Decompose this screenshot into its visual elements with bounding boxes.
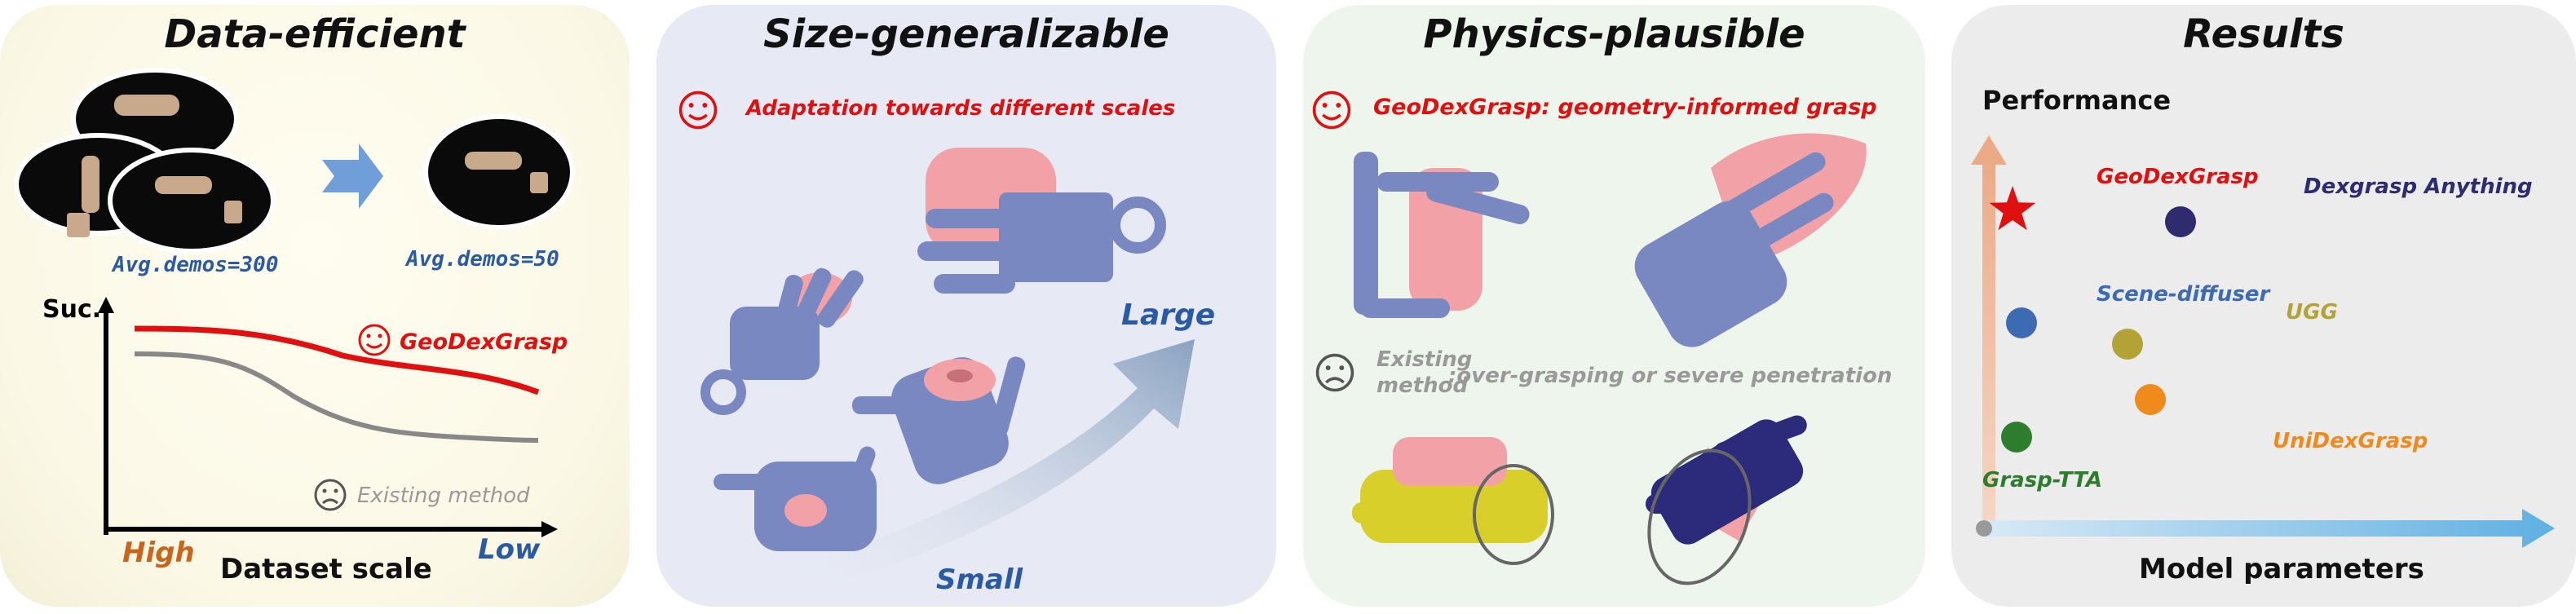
point-label-unidexgrasp: UniDexGrasp <box>2273 429 2428 453</box>
panel-title-results: Results <box>2183 11 2344 57</box>
hand-small <box>714 446 877 551</box>
x-axis-label: Dataset scale <box>220 553 432 585</box>
large-label: Large <box>1121 298 1216 332</box>
demos-50-label: Avg.demos=50 <box>406 247 559 272</box>
geometry-informed-caption: GeoDexGrasp: geometry-informed grasp <box>1373 95 1877 120</box>
data-efficient-graphic <box>14 68 575 537</box>
adaptation-caption: Adaptation towards different scales <box>746 96 1176 121</box>
demo-image-50 <box>423 114 575 230</box>
x-low-label: Low <box>478 533 541 566</box>
point-marker-geodexgrasp <box>1989 186 2036 231</box>
existing-method-desc: :over-grasping or severe penetration <box>1448 364 1893 388</box>
y-axis-label: Performance <box>1982 85 2172 116</box>
existing-grasp-yellow <box>1352 437 1554 565</box>
existing-grasp-navy <box>1646 415 1807 585</box>
panel-title-data-efficient: Data-efficient <box>164 11 466 57</box>
results-panel: Results Performance Model parameters Geo… <box>1951 5 2576 607</box>
data-efficient-panel: Data-efficient Avg.d <box>0 5 630 607</box>
grasp-large-object <box>1634 133 1867 347</box>
legend-existing-method: Existing method <box>357 484 530 508</box>
panel-title-size-generalizable: Size-generalizable <box>763 11 1169 57</box>
point-label-ugg: UGG <box>2286 300 2338 325</box>
physics-plausible-panel: Physics-plausible GeoDexGrasp: geometry-… <box>1303 5 1925 607</box>
x-axis-arrow <box>1984 509 2555 548</box>
y-axis-arrow <box>1971 135 2007 527</box>
point-label-geodexgrasp: GeoDexGrasp <box>2097 165 2259 189</box>
x-high-label: High <box>122 537 195 569</box>
panel-title-physics-plausible: Physics-plausible <box>1423 11 1805 57</box>
grasp-cylinder <box>1354 152 1530 318</box>
scale-arrow <box>795 339 1195 590</box>
size-generalizable-graphic <box>700 148 1195 590</box>
point-marker-scene-diffuser <box>2006 307 2037 338</box>
point-marker-ugg <box>2112 329 2143 360</box>
point-label-scene-diffuser: Scene-diffuser <box>2097 282 2270 307</box>
point-marker-dexgrasp-anything <box>2165 206 2196 237</box>
hand-ring <box>852 356 1026 484</box>
point-marker-grasp-tta <box>2001 422 2032 453</box>
existing-method-line2: method <box>1376 373 1469 398</box>
point-label-dexgrasp-anything: Dexgrasp Anything <box>2304 174 2533 199</box>
curve-existing-method <box>134 351 539 443</box>
demo-images-300 <box>14 68 276 254</box>
physics-plausible-graphic <box>1352 133 1867 585</box>
x-axis-label: Model parameters <box>2139 553 2424 585</box>
y-axis-label: Suc. <box>42 295 102 324</box>
origin-dot <box>1976 520 1992 537</box>
results-chart <box>1971 135 2555 548</box>
curve-geodexgrasp <box>134 325 540 395</box>
existing-method-line1: Existing <box>1376 347 1473 372</box>
demos-300-label: Avg.demos=300 <box>113 253 279 277</box>
point-label-grasp-tta: Grasp-TTA <box>1982 468 2102 493</box>
success-chart-axes <box>98 297 558 537</box>
arrow-right-icon <box>322 144 383 209</box>
small-label: Small <box>936 563 1023 596</box>
legend-geodexgrasp: GeoDexGrasp <box>400 329 568 355</box>
point-marker-unidexgrasp <box>2135 384 2166 415</box>
size-generalizable-panel: Size-generalizable Adaptation towards di… <box>656 5 1276 607</box>
hand-large <box>917 148 1166 294</box>
hand-medium <box>700 267 864 415</box>
